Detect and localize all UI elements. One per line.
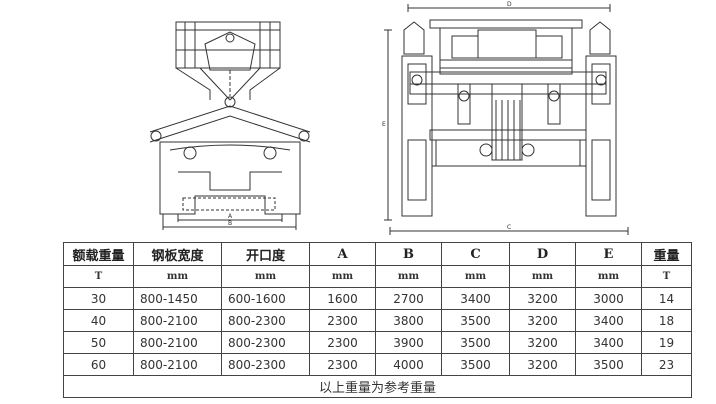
table-row-cell: 4000	[375, 353, 442, 376]
table-row-cell: 800-2100	[133, 309, 222, 332]
table-row-cell: 40	[63, 309, 134, 332]
table-row-cell: 3400	[441, 287, 510, 310]
dimension-label-d: D	[507, 1, 512, 8]
table-units-row-cell: mm	[309, 265, 376, 288]
table-row-cell: 800-2100	[133, 331, 222, 354]
table-row-cell: 19	[641, 331, 692, 354]
table-row-cell: 2300	[309, 331, 376, 354]
table-units-row-cell: mm	[509, 265, 576, 288]
dimension-label-e: E	[382, 121, 386, 128]
table-header-row-cell: D	[509, 242, 576, 266]
dimension-label-b: B	[228, 220, 232, 227]
table-row-cell: 3500	[575, 353, 642, 376]
table-row-cell: 3200	[509, 309, 576, 332]
table-row-cell: 60	[63, 353, 134, 376]
table-row-cell: 3400	[575, 331, 642, 354]
table-row-cell: 1600	[309, 287, 376, 310]
table-units-row-cell: mm	[441, 265, 510, 288]
table-row-cell: 3500	[441, 309, 510, 332]
table-row-cell: 800-2300	[221, 331, 310, 354]
clamp-technical-drawing: AB C D E	[149, 1, 629, 235]
table-row-cell: 3900	[375, 331, 442, 354]
table-row-cell: 800-2300	[221, 309, 310, 332]
table-units-row-cell: mm	[221, 265, 310, 288]
table-units-row-cell: T	[63, 265, 134, 288]
table-row-cell: 800-2100	[133, 353, 222, 376]
table-units-row-cell: mm	[133, 265, 222, 288]
table-row-cell: 2300	[309, 309, 376, 332]
table-row-cell: 3800	[375, 309, 442, 332]
table-note-row: 以上重量为参考重量	[63, 375, 692, 398]
table-row-cell: 3500	[441, 331, 510, 354]
table-header-row-cell: 额载重量	[63, 242, 134, 266]
table-units-row-cell: T	[641, 265, 692, 288]
table-header-row-cell: 开口度	[221, 242, 310, 266]
dimension-label-c: C	[507, 224, 511, 231]
table-row-cell: 600-1600	[221, 287, 310, 310]
table-row-cell: 3200	[509, 331, 576, 354]
table-row-cell: 800-2300	[221, 353, 310, 376]
table-row-cell: 30	[63, 287, 134, 310]
table-row-cell: 18	[641, 309, 692, 332]
dimension-label-a: A	[228, 213, 233, 220]
table-note: 以上重量为参考重量	[63, 375, 692, 398]
table-header-row-cell: A	[309, 242, 376, 266]
table-row-cell: 50	[63, 331, 134, 354]
table-header-row-cell: C	[441, 242, 510, 266]
table-row-cell: 3400	[575, 309, 642, 332]
front-view	[149, 21, 311, 230]
table-row-cell: 23	[641, 353, 692, 376]
table-units-row-cell: mm	[575, 265, 642, 288]
table-header-row-cell: 钢板宽度	[133, 242, 222, 266]
table-header-row-cell: B	[375, 242, 442, 266]
table-row-cell: 3200	[509, 287, 576, 310]
table-row-cell: 3000	[575, 287, 642, 310]
table-row-cell: 3500	[441, 353, 510, 376]
table-units-row-cell: mm	[375, 265, 442, 288]
table-row-cell: 800-1450	[133, 287, 222, 310]
side-view	[384, 4, 629, 235]
table-row-cell: 2700	[375, 287, 442, 310]
table-row-cell: 2300	[309, 353, 376, 376]
table-row-cell: 14	[641, 287, 692, 310]
table-header-row-cell: 重量	[641, 242, 692, 266]
table-row-cell: 3200	[509, 353, 576, 376]
table-header-row-cell: E	[575, 242, 642, 266]
